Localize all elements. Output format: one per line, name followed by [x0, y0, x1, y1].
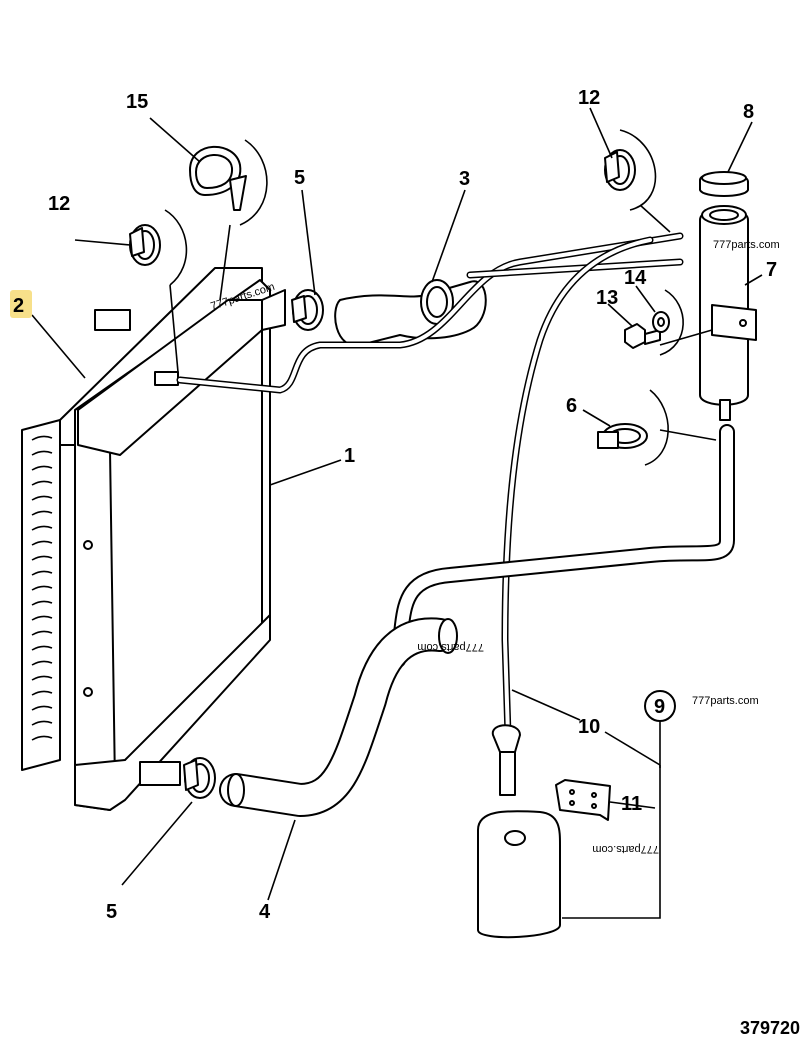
level-pipe	[491, 236, 654, 796]
overflow-pipe	[176, 232, 684, 394]
radiator	[21, 267, 286, 811]
expansion-tank	[699, 205, 757, 421]
hose-clamp-6	[597, 423, 648, 449]
callout-1: 1	[344, 445, 355, 467]
leader-lines	[31, 107, 763, 919]
watermark-2: 777parts.com	[713, 239, 780, 251]
detail-arcs	[164, 129, 717, 466]
radiator-side-slots	[31, 435, 53, 741]
mounting-bracket	[555, 779, 611, 821]
cable-tie	[189, 145, 247, 211]
callout-6: 6	[566, 395, 577, 417]
callout-4: 4	[259, 901, 271, 923]
callout-3: 3	[459, 168, 470, 190]
hose-clamp-5-top	[291, 289, 324, 331]
drawing-code: 379720	[740, 1018, 800, 1038]
callout-13: 13	[596, 287, 618, 309]
callout-2: 2	[13, 295, 24, 317]
callout-5-top: 5	[294, 167, 305, 189]
bottom-hose	[219, 617, 458, 817]
callout-9-circle	[644, 690, 676, 722]
top-hose	[334, 279, 487, 347]
washer	[652, 311, 670, 333]
tank-return-hose	[390, 424, 735, 668]
callout-12-right: 12	[578, 87, 600, 109]
hose-clamp-5-bottom	[183, 757, 216, 799]
bolt	[624, 323, 661, 349]
callout-5-bottom: 5	[106, 901, 117, 923]
reservoir-cover	[477, 810, 561, 939]
tank-cap	[699, 171, 749, 197]
callout-14: 14	[624, 267, 647, 289]
watermark-4: 777parts.com	[692, 695, 759, 707]
callout-9: 9	[654, 696, 665, 718]
callout-15: 15	[126, 91, 148, 113]
hose-clamp-12-right	[604, 149, 636, 191]
watermark-5: 777parts.com	[592, 843, 659, 855]
callout-7: 7	[766, 259, 777, 281]
callout-12-left: 12	[48, 193, 70, 215]
hose-clamp-12-left	[129, 224, 161, 266]
callout-11: 11	[621, 793, 642, 815]
callout-labels: 2 1 3 4 5 5 6 7 8 9 10 11 12 12 13 14 15	[10, 87, 777, 923]
watermark-3: 777parts.com	[417, 641, 484, 653]
callout-10: 10	[578, 716, 600, 738]
callout-8: 8	[743, 101, 754, 123]
callout-2-highlight	[10, 290, 32, 318]
